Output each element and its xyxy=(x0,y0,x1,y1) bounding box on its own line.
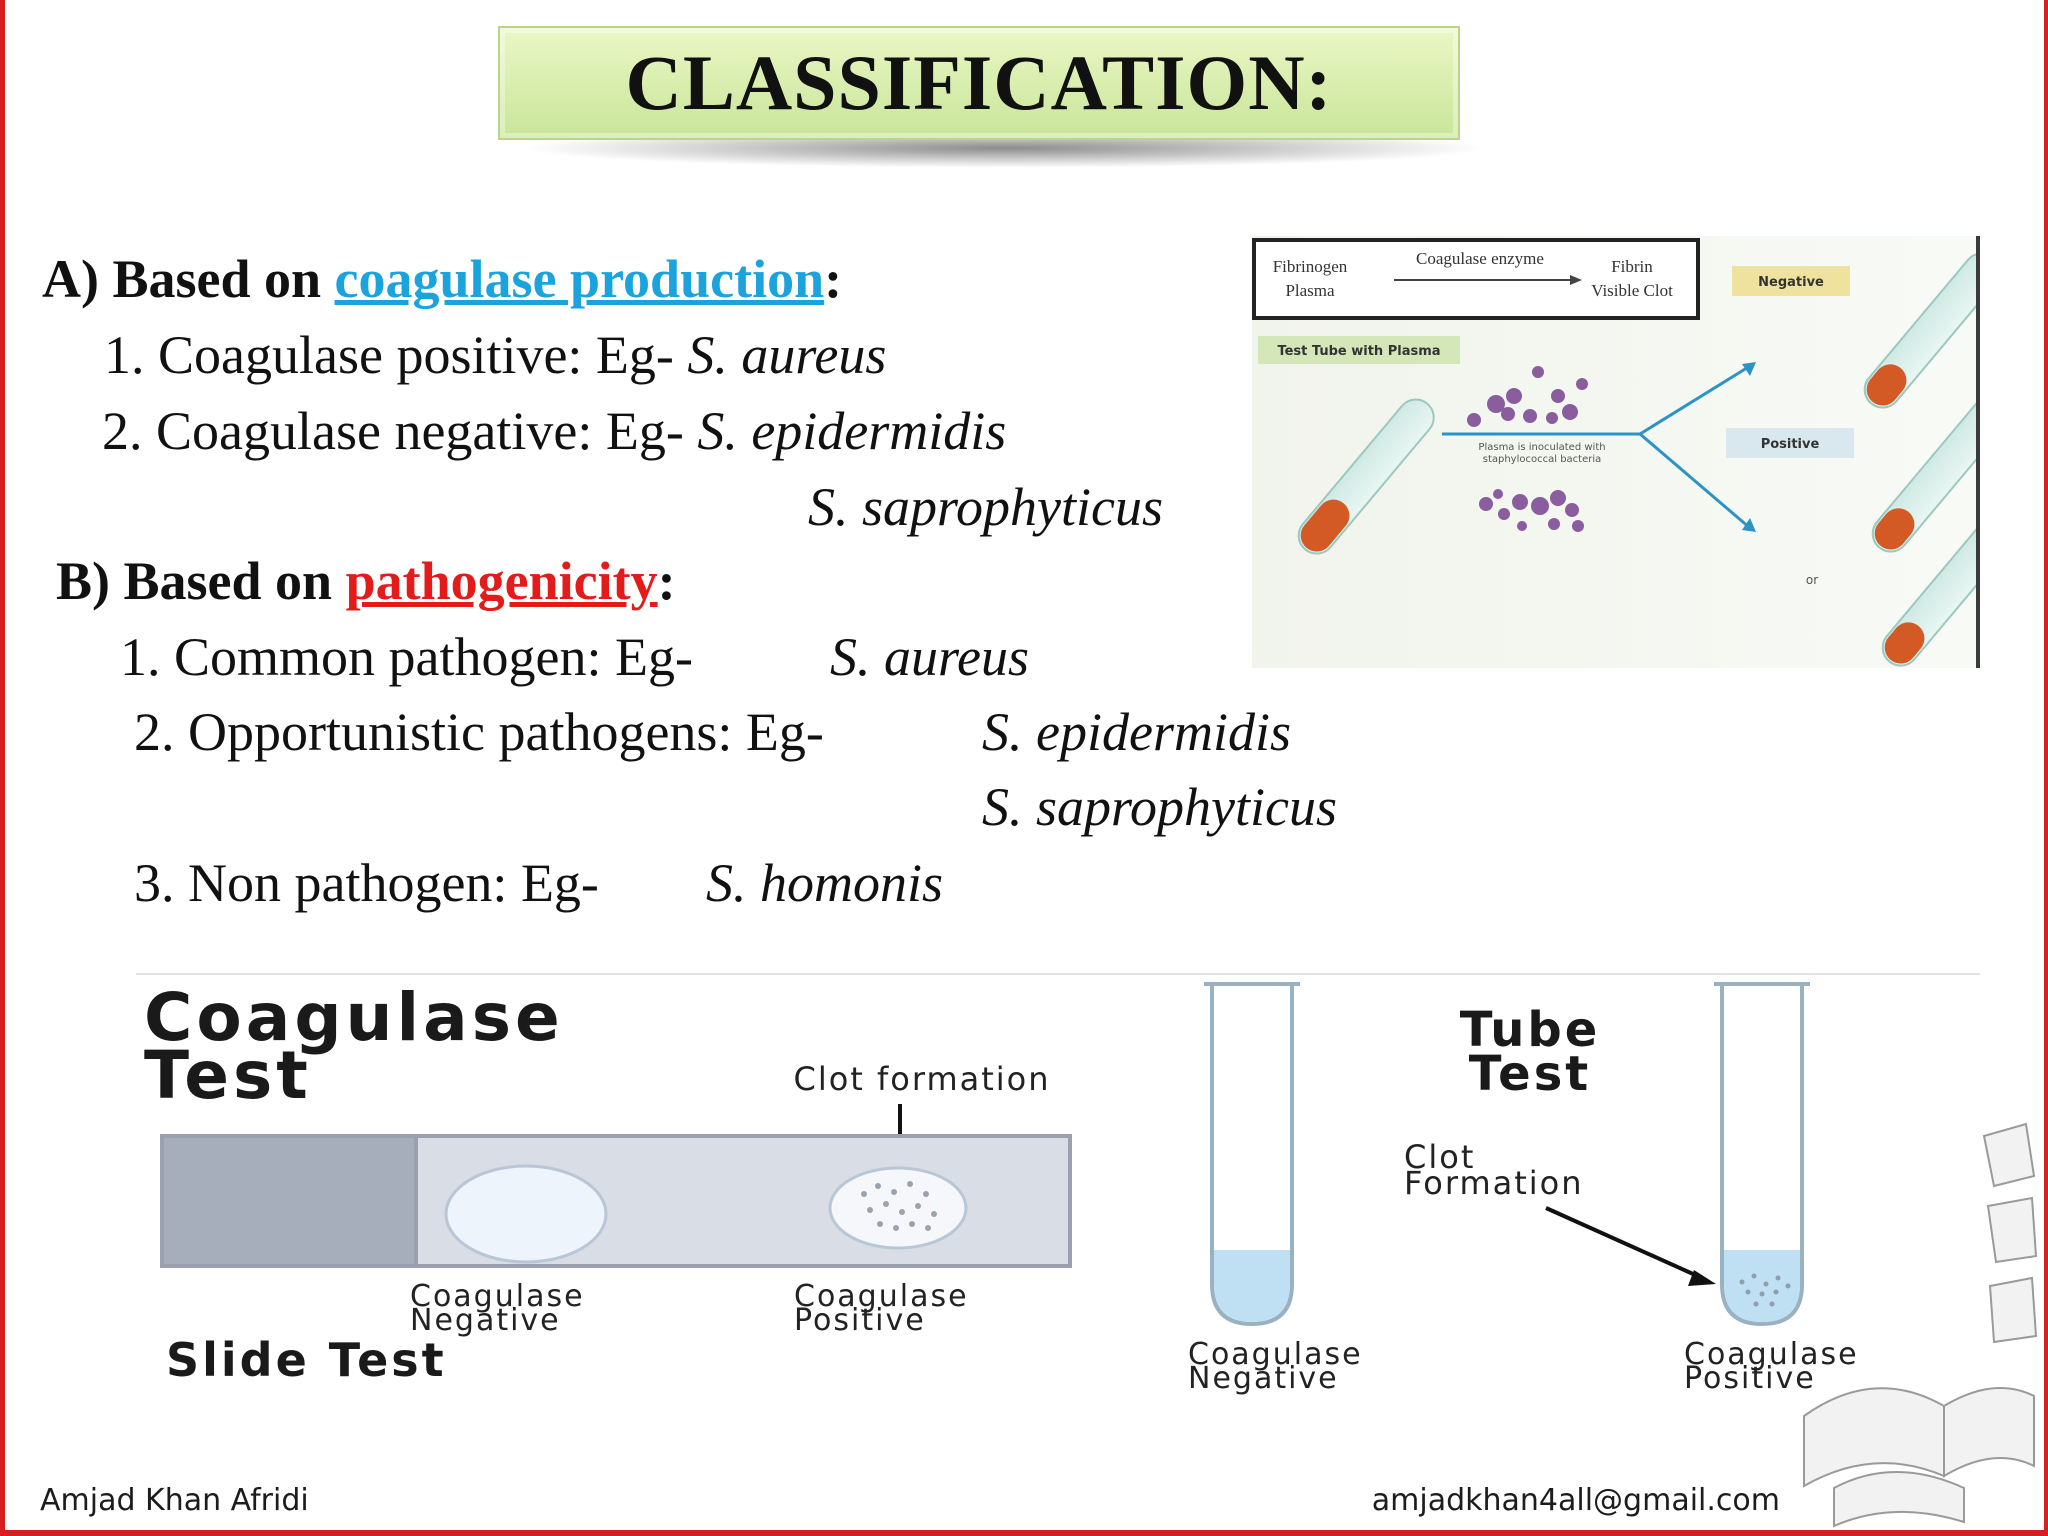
tube-clot-label-2: Formation xyxy=(1404,1164,1584,1202)
item-label: 2. Opportunistic pathogens: Eg- xyxy=(134,702,824,762)
title-banner: CLASSIFICATION: xyxy=(498,26,1460,140)
bacteria-cluster-bottom xyxy=(1479,489,1584,532)
section-b-keyword: pathogenicity xyxy=(345,551,658,611)
diagram-edge xyxy=(1976,236,1980,668)
inoculated-label-1: Plasma is inoculated with xyxy=(1478,442,1605,453)
clot-dots xyxy=(861,1181,937,1231)
reaction-arrow-head xyxy=(1570,275,1582,285)
section-a-prefix: A) Based on xyxy=(42,249,335,309)
slide-test-heading: Slide Test xyxy=(166,1333,447,1387)
negative-tube xyxy=(1204,982,1300,1327)
tube-positive-label-1: Coagulase xyxy=(1684,1337,1859,1372)
or-label: or xyxy=(1806,573,1818,587)
inoculated-label-2: staphylococcal bacteria xyxy=(1483,454,1602,465)
tube-positive-label-2: Positive xyxy=(1684,1361,1816,1396)
book-left-page xyxy=(1803,1387,1945,1488)
section-b-suffix: : xyxy=(657,551,676,611)
coagulase-reaction-diagram: Fibrinogen Plasma Coagulase enzyme Fibri… xyxy=(1252,236,1980,668)
visible-clot-label: Visible Clot xyxy=(1591,281,1673,300)
author-name: Amjad Khan Afridi xyxy=(40,1483,309,1518)
section-b-heading: B) Based on pathogenicity: xyxy=(56,554,676,608)
species-name: S. epidermidis xyxy=(697,401,1007,461)
tube-heading-2: Test xyxy=(1469,1046,1591,1102)
item-label: 1. Coagulase positive: Eg- xyxy=(104,325,688,385)
positive-label: Positive xyxy=(1761,437,1820,452)
plasma-tube xyxy=(1297,398,1435,555)
section-b-item-2: 2. Opportunistic pathogens: Eg- xyxy=(134,705,824,759)
negative-label-box xyxy=(1732,266,1850,296)
positive-result-tube-1 xyxy=(1871,396,1980,553)
section-b-item-2-species-2: S. saprophyticus xyxy=(982,777,1337,837)
tube-negative-label-2: Negative xyxy=(1188,1361,1339,1396)
negative-drop xyxy=(444,1164,608,1264)
plasma-label: Plasma xyxy=(1285,281,1335,300)
tube-negative-label-1: Coagulase xyxy=(1188,1337,1363,1372)
enzyme-label: Coagulase enzyme xyxy=(1416,249,1544,268)
arrow-head-up xyxy=(1742,362,1756,376)
author-email[interactable]: amjadkhan4all@gmail.com xyxy=(1371,1483,1780,1518)
coagulase-test-diagram: Coagulase Test Clot formation Coagulase … xyxy=(136,972,1980,1400)
slide-title: CLASSIFICATION: xyxy=(625,39,1333,126)
section-a-heading: A) Based on coagulase production: xyxy=(42,252,842,306)
clot-formation-label: Clot formation xyxy=(793,1060,1050,1098)
tube-clot-label-1: Clot xyxy=(1404,1138,1475,1176)
slide-positive-label-1: Coagulase xyxy=(794,1279,969,1314)
books-decoration xyxy=(1803,1122,2038,1528)
section-a-suffix: : xyxy=(824,249,843,309)
item-label: 1. Common pathogen: Eg- xyxy=(120,627,693,687)
branch-arrows xyxy=(1442,364,1751,530)
tube-clot-arrow xyxy=(1545,1206,1703,1280)
tube-clot-arrow-head xyxy=(1688,1270,1716,1286)
tube-label-box xyxy=(1258,336,1460,364)
positive-label-box xyxy=(1726,428,1854,458)
book-page-2 xyxy=(1986,1196,2038,1264)
tube-heading-1: Tube xyxy=(1460,1002,1601,1058)
section-a-item-2-species-2: S. saprophyticus xyxy=(808,477,1163,537)
positive-result-tube-2 xyxy=(1881,510,1980,667)
book-bottom xyxy=(1833,1471,1965,1528)
item-label: 3. Non pathogen: Eg- xyxy=(134,853,599,913)
coagulase-heading: Coagulase xyxy=(144,979,564,1056)
positive-tube xyxy=(1714,982,1810,1327)
slide-negative-label-2: Negative xyxy=(410,1303,561,1338)
section-b-item-3-species: S. homonis xyxy=(706,853,944,913)
fibrin-label: Fibrin xyxy=(1611,257,1653,276)
negative-result-tube xyxy=(1863,252,1980,409)
section-b-item-1: 1. Common pathogen: Eg- xyxy=(120,630,693,684)
tube-label: Test Tube with Plasma xyxy=(1277,344,1440,359)
slide-positive-label-2: Positive xyxy=(794,1303,926,1338)
section-a-item-2: 2. Coagulase negative: Eg- S. epidermidi… xyxy=(102,404,1006,458)
section-b-item-1-species: S. aureus xyxy=(830,627,1029,687)
negative-label: Negative xyxy=(1758,275,1824,290)
section-b-item-3: 3. Non pathogen: Eg- xyxy=(134,856,599,910)
positive-drop xyxy=(828,1166,968,1250)
slide-frosted-end xyxy=(160,1134,418,1268)
test-heading: Test xyxy=(144,1037,312,1114)
section-a-item-1: 1. Coagulase positive: Eg- S. aureus xyxy=(104,328,886,382)
book-page-1 xyxy=(1982,1122,2036,1188)
book-right-page xyxy=(1943,1387,2035,1478)
fibrinogen-label: Fibrinogen xyxy=(1273,257,1348,276)
slide-negative-label-1: Coagulase xyxy=(410,1279,585,1314)
item-label: 2. Coagulase negative: Eg- xyxy=(102,401,698,461)
section-b-prefix: B) Based on xyxy=(56,551,346,611)
book-page-3 xyxy=(1988,1276,2038,1344)
section-b-item-2-species: S. epidermidis xyxy=(982,702,1291,762)
tube-clot-dots xyxy=(1739,1273,1791,1307)
arrow-head-down xyxy=(1742,518,1756,532)
species-name: S. aureus xyxy=(687,325,887,385)
bacteria-cluster-top xyxy=(1467,366,1588,427)
section-a-keyword: coagulase production xyxy=(334,249,825,309)
